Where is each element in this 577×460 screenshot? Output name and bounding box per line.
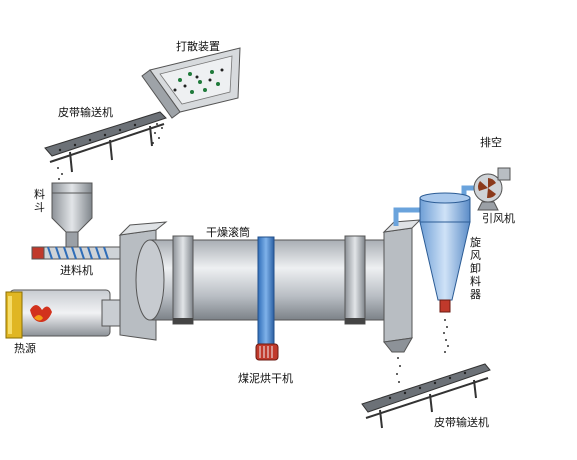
label-cyclone: 旋风卸料器 (470, 236, 481, 301)
dryer-drum (118, 219, 422, 353)
label-feeder: 进料机 (60, 264, 93, 277)
label-belt-top: 皮带输送机 (58, 106, 113, 119)
label-fan: 引风机 (482, 212, 515, 225)
label-heat-source: 热源 (14, 342, 36, 355)
fan-icon (478, 178, 496, 199)
belt-conveyor-top (44, 111, 167, 173)
label-belt-bottom: 皮带输送机 (434, 416, 489, 429)
label-spreader: 打散装置 (176, 40, 220, 53)
spreader-device (141, 47, 241, 119)
belt-conveyor-bottom (361, 363, 491, 429)
falling-material-top (152, 117, 163, 144)
label-exhaust: 排空 (480, 136, 502, 149)
drive-motor (255, 343, 279, 361)
falling-material-left (57, 167, 63, 180)
cyclone-separator (419, 192, 471, 313)
label-machine: 煤泥烘干机 (238, 372, 293, 385)
label-drum: 干燥滚筒 (206, 226, 250, 239)
heat-source-furnace (5, 289, 123, 339)
hopper (51, 182, 93, 249)
flame-icon (30, 305, 52, 322)
label-hopper: 料斗 (34, 188, 45, 214)
induced-draft-fan (473, 167, 511, 211)
falling-material-right (396, 319, 449, 383)
screw-feeder (31, 246, 125, 260)
